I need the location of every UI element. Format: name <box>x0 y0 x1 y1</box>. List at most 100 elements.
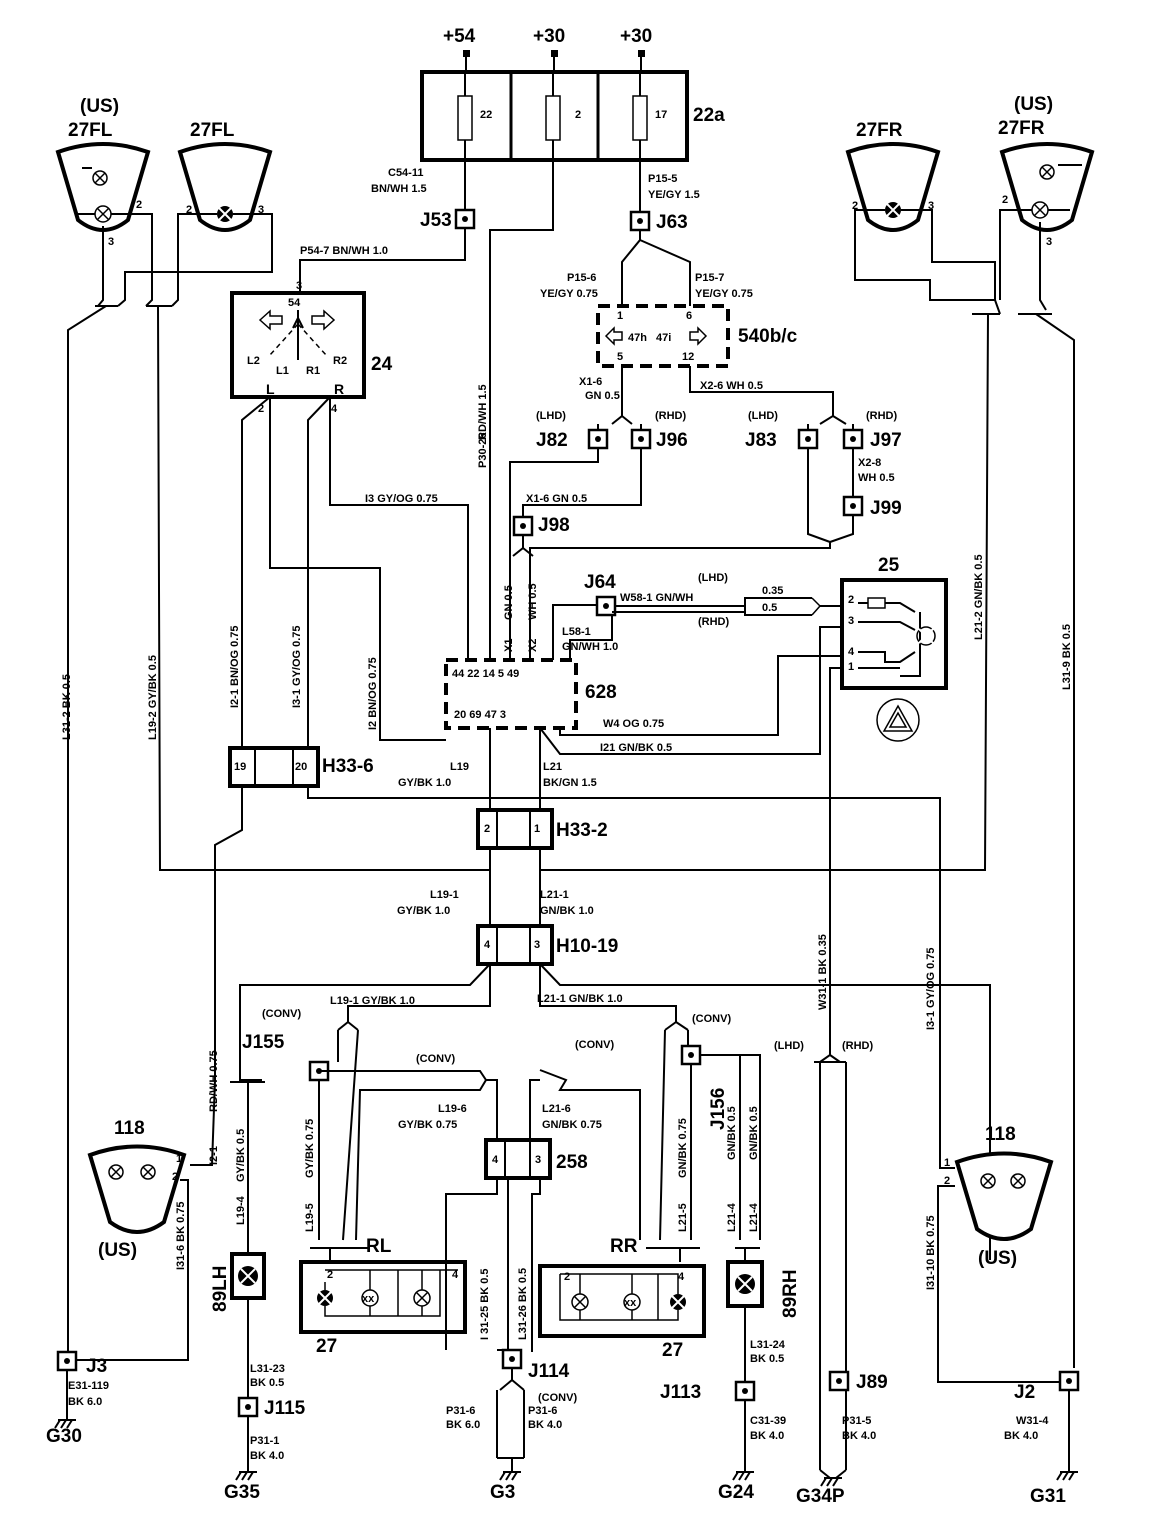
joint-j96-label: J96 <box>656 430 688 451</box>
wire-l21-spec: BK/GN 1.5 <box>543 777 597 789</box>
lamp-27fl-us: (US) 27FL 2 3 <box>55 96 151 248</box>
ground-g24: G24 <box>718 1482 754 1503</box>
joint-j64-label: J64 <box>584 572 616 593</box>
lamp-pin-2: 2 <box>186 204 192 216</box>
right-arrow-icon <box>311 309 336 331</box>
rear-lamp-rr: 2 4 xx <box>538 1264 706 1338</box>
wire-c54-11-spec: BN/WH 1.5 <box>371 183 427 195</box>
c258-pin-4: 4 <box>492 1154 499 1166</box>
lamp-rl-label: RL <box>366 1236 392 1257</box>
wire-l19-2: L19-2 GY/BK 0.5 <box>147 655 159 740</box>
wire-i2-1: I2-1 BN/OG 0.75 <box>229 625 241 708</box>
lamp-118-left-id: 118 <box>114 1118 145 1139</box>
joint-j114-label: J114 <box>528 1361 570 1382</box>
lamp-118-right: 118 1 2 (US) <box>944 1124 1054 1269</box>
wire-i31-6: I31-6 BK 0.75 <box>175 1202 187 1270</box>
hazard-switch-25-id: 25 <box>878 555 900 576</box>
module-628-id: 628 <box>585 682 617 703</box>
relay24-l2: L2 <box>247 355 260 367</box>
lamp-pin-3: 3 <box>1046 236 1052 248</box>
wire-i31-25: I 31-25 BK 0.5 <box>479 1268 491 1340</box>
switch-540bc: 1 6 47h 47i 5 12 540b/c <box>596 304 798 368</box>
lamp-89lh: 89LH <box>210 1252 266 1312</box>
lhd-tag: (LHD) <box>698 572 728 584</box>
joint-j3-label: J3 <box>86 1356 107 1377</box>
sw25-pin-3: 3 <box>848 615 854 627</box>
wire-p15-7: P15-7 <box>695 272 724 284</box>
wire-w31-1: W31-1 BK 0.35 <box>817 934 829 1010</box>
flasher-relay-24: 3 54 L2 R2 L1 R1 L R 24 <box>230 280 393 399</box>
joint-j82-label: J82 <box>536 430 568 451</box>
lamp-27fl-us-label: 27FL <box>68 120 113 141</box>
relay24-pin-2: 2 <box>258 403 264 415</box>
conv-tag: (CONV) <box>262 1008 301 1020</box>
us-tag: (US) <box>978 1248 1017 1269</box>
ground-g3: G3 <box>490 1482 515 1503</box>
wire-x1-6-a-spec: GN 0.5 <box>585 390 620 402</box>
rhd-tag: (RHD) <box>866 410 897 422</box>
joint-j63-label: J63 <box>656 212 688 233</box>
relay24-r2: R2 <box>333 355 347 367</box>
relay24-r1: R1 <box>306 365 320 377</box>
lamp-pin-2: 2 <box>852 200 858 212</box>
fuse-box-id: 22a <box>693 105 725 126</box>
connector-258-id: 258 <box>556 1152 588 1173</box>
supply-30b-label: +30 <box>620 26 652 47</box>
hazard-switch-25: 25 2 3 4 1 <box>840 555 948 690</box>
h33-6-pin-19: 19 <box>234 761 246 773</box>
wire-p15-5: P15-5 <box>648 173 677 185</box>
lamp-118-right-id: 118 <box>985 1124 1016 1145</box>
lamp-pin-2: 2 <box>564 1271 570 1283</box>
sw540-contact-47i: 47i <box>656 332 671 344</box>
connector-h33-6: 19 20 H33-6 <box>228 746 374 788</box>
lamp-27fl-label: 27FL <box>190 120 235 141</box>
connector-h10-19: 4 3 H10-19 <box>476 924 618 966</box>
wire-w4: W4 OG 0.75 <box>603 718 664 730</box>
wire-l31-23: L31-23 <box>250 1363 285 1375</box>
conv-tag: (CONV) <box>575 1039 614 1051</box>
wire-l19-1-h: L19-1 GY/BK 1.0 <box>330 995 415 1007</box>
wire-l19: L19 <box>450 761 469 773</box>
wire-rdwh-0.75: RD/WH 0.75 <box>208 1050 220 1112</box>
h33-2-pin-2: 2 <box>484 823 490 835</box>
wire-x1-6-a: X1-6 <box>579 376 602 388</box>
wire-i2-1-short: I2-1 <box>208 1146 220 1165</box>
wire-e31-119: E31-119 <box>68 1380 109 1392</box>
wire-l21-2: L21-2 GN/BK 0.5 <box>973 554 985 640</box>
fuse-17-label: 17 <box>655 109 667 121</box>
lamp-27fr-us-tag: (US) <box>1014 94 1053 115</box>
conv-tag: (CONV) <box>416 1053 455 1065</box>
sw25-pin-4: 4 <box>848 646 855 658</box>
svg-text:xx: xx <box>624 1297 637 1309</box>
sw540-pin-12: 12 <box>682 351 694 363</box>
lamp-27fl-us-tag: (US) <box>80 96 119 117</box>
rhd-tag: (RHD) <box>698 616 729 628</box>
connector-258: 4 3 258 <box>484 1138 588 1180</box>
relay24-l: L <box>266 381 275 397</box>
sw25-pin-1: 1 <box>848 661 854 673</box>
wire-p15-6-spec: YE/GY 0.75 <box>540 288 598 300</box>
wire-l21-1: L21-1 <box>540 889 569 901</box>
wire-e31-119-spec: BK 6.0 <box>68 1396 102 1408</box>
joint-j155-label: J155 <box>242 1032 285 1053</box>
rear-lamp-rl: 2 4 xx <box>299 1260 467 1334</box>
relay24-r: R <box>334 381 344 397</box>
h33-2-pin-1: 1 <box>534 823 540 835</box>
wire-rdwh-1.5: RD/WH 1.5 <box>477 384 489 440</box>
lamp-27fr-us-label: 27FR <box>998 118 1045 139</box>
lamp-pin-3: 3 <box>258 204 264 216</box>
wire-l58-1: L58-1 <box>562 626 591 638</box>
switch-540bc-id: 540b/c <box>738 326 798 347</box>
rhd-tag: (RHD) <box>655 410 686 422</box>
lamp-118-left: 118 1 2 (US) <box>87 1118 187 1261</box>
joint-j97-label: J97 <box>870 430 902 451</box>
wire-l21: L21 <box>543 761 562 773</box>
left-arrow-icon <box>604 326 623 346</box>
conv-tag: (CONV) <box>692 1013 731 1025</box>
wire-0.5: 0.5 <box>762 602 777 614</box>
ground-g31: G31 <box>1030 1486 1066 1507</box>
lamp-89lh-label: 89LH <box>210 1266 231 1312</box>
lhd-tag: (LHD) <box>536 410 566 422</box>
joint-j156-label: J156 <box>708 1088 729 1130</box>
h33-6-pin-20: 20 <box>295 761 307 773</box>
